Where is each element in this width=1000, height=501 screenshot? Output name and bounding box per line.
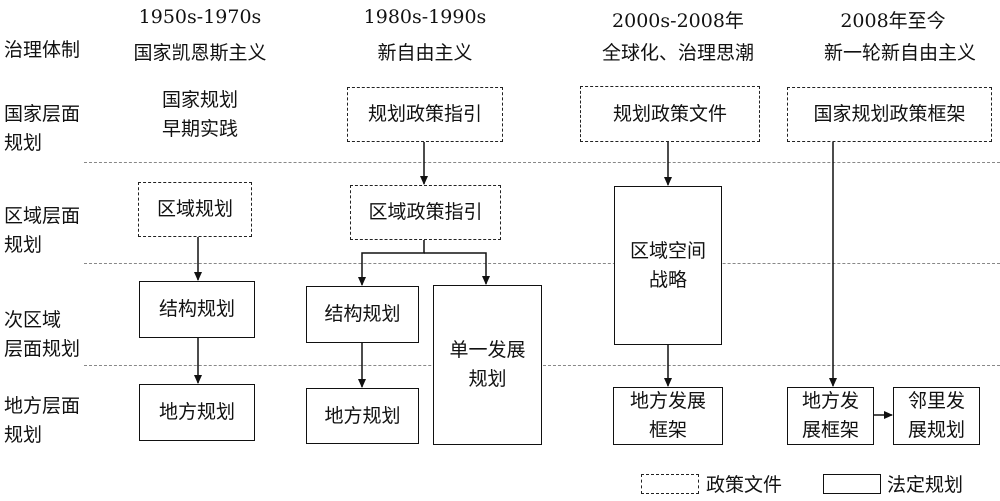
p2-local-planning-label: 地方规划 — [324, 404, 401, 427]
p1-structure-planning-box: 结构规划 — [139, 281, 255, 338]
row-label-national: 国家层面 规划 — [4, 103, 81, 154]
p3-planning-policy-statement-label: 规划政策文件 — [612, 102, 727, 125]
p3-local-development-framework-box: 地方发展 框架 — [613, 387, 723, 445]
p1-local-planning-box: 地方规划 — [139, 384, 255, 441]
row-label-regional: 区域层面 规划 — [4, 205, 81, 256]
p1-regional-planning-label: 区域规划 — [156, 198, 233, 220]
p2-local-planning-box: 地方规划 — [306, 388, 419, 444]
p4-neighbourhood-plan-label: 邻里发 展规划 — [907, 390, 965, 441]
p1-national-early-practice: 国家规划 早期实践 — [161, 89, 238, 140]
p2-regional-policy-guidance-label: 区域政策指引 — [368, 201, 483, 223]
legend-policy-document-label: 政策文件 — [706, 474, 783, 496]
period-1950s-1970s: 1950s-1970s — [138, 6, 262, 28]
ideology-keynesianism: 国家凯恩斯主义 — [133, 42, 267, 64]
period-1980s-1990s: 1980s-1990s — [363, 6, 487, 28]
p2-structure-planning-label: 结构规划 — [324, 303, 401, 325]
p3-local-development-framework-label: 地方发展 框架 — [629, 390, 706, 441]
p2-single-development-plan-box: 单一发展 规划 — [433, 285, 542, 445]
legend-dashed-swatch — [641, 474, 699, 494]
separator-regional-subregional — [84, 263, 1000, 264]
legend-solid-swatch — [823, 474, 881, 494]
p4-national-planning-policy-framework-label: 国家规划政策框架 — [813, 103, 966, 125]
row-label-governance: 治理体制 — [4, 39, 81, 61]
ideology-new-neoliberalism: 新一轮新自由主义 — [823, 42, 976, 64]
p1-local-planning-label: 地方规划 — [158, 401, 235, 423]
connector-p2-regional-split-right — [424, 252, 487, 262]
p4-national-planning-policy-framework-box: 国家规划政策框架 — [787, 87, 992, 142]
p4-local-development-framework-box: 地方发 展框架 — [787, 387, 874, 445]
row-label-subregional: 次区域 层面规划 — [4, 309, 81, 360]
p2-structure-planning-box: 结构规划 — [306, 286, 419, 343]
legend-statutory-plan-label: 法定规划 — [887, 474, 964, 496]
p4-local-development-framework-label: 地方发 展框架 — [801, 390, 859, 441]
p2-planning-policy-guidance-label: 规划政策指引 — [367, 103, 482, 125]
p1-structure-planning-label: 结构规划 — [158, 298, 235, 320]
separator-national-regional — [84, 162, 1000, 163]
p4-neighbourhood-plan-box: 邻里发 展规划 — [893, 387, 980, 445]
p3-planning-policy-statement-box: 规划政策文件 — [580, 86, 760, 142]
period-2008-present: 2008年至今 — [840, 10, 946, 32]
row-label-local: 地方层面 规划 — [4, 395, 81, 446]
p3-regional-spatial-strategy-box: 区域空间 战略 — [614, 186, 722, 345]
p3-regional-spatial-strategy-label: 区域空间 战略 — [629, 239, 706, 291]
connector-p2-regional-split — [361, 240, 425, 262]
p2-regional-policy-guidance-box: 区域政策指引 — [350, 185, 501, 240]
ideology-globalization-governance: 全球化、治理思潮 — [601, 42, 754, 64]
separator-subregional-local — [84, 365, 1000, 366]
p2-single-development-plan-label: 单一发展 规划 — [449, 339, 526, 390]
p1-regional-planning-box: 区域规划 — [138, 182, 252, 237]
ideology-neoliberalism: 新自由主义 — [377, 42, 473, 64]
p2-planning-policy-guidance-box: 规划政策指引 — [347, 87, 503, 142]
period-2000s-2008: 2000s-2008年 — [612, 10, 744, 32]
